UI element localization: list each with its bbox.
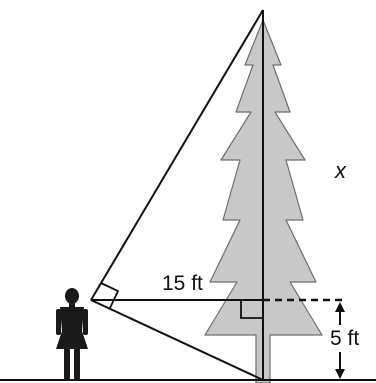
variable-x-label: x (335, 158, 346, 183)
height-5ft-label: 5 ft (330, 327, 360, 350)
person-figure (56, 288, 88, 379)
sightline-to-top (90, 9, 264, 301)
right-angle-marker-tree (240, 300, 263, 319)
distance-15ft-label: 15 ft (162, 272, 203, 295)
arrowhead-up (335, 302, 345, 312)
arrowhead-down (335, 369, 345, 379)
sightline-to-base (90, 299, 264, 381)
right-angle-marker-eye (100, 282, 120, 309)
